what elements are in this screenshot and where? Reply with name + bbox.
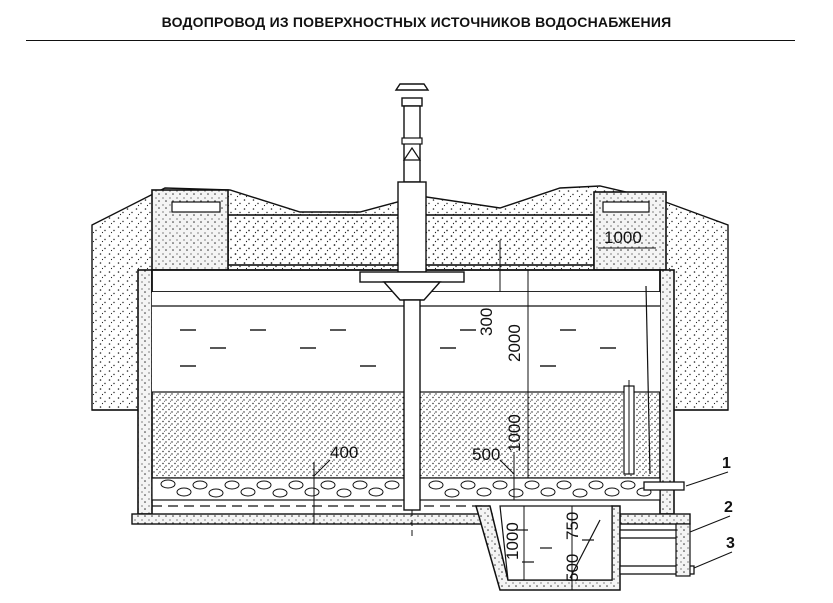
callout-2: 2	[724, 499, 733, 516]
roof-slab	[151, 189, 667, 271]
dim-sand-layer: 1000	[505, 414, 524, 452]
dim-top-right-width: 1000	[604, 228, 642, 247]
dim-sump-upper: 750	[563, 512, 582, 540]
dimension-lines	[313, 240, 656, 590]
callout-3: 3	[726, 535, 735, 552]
bottom-slab	[131, 513, 493, 525]
page-title: ВОДОПРОВОД ИЗ ПОВЕРХНОСТНЫХ ИСТОЧНИКОВ В…	[161, 14, 672, 30]
dim-slab-to-water: 300	[477, 308, 496, 336]
callout-leaders	[313, 459, 733, 569]
dim-gravel-right: 500	[472, 445, 500, 464]
dim-sump-depth: 1000	[503, 522, 522, 560]
clean-water-sump	[475, 505, 621, 591]
callout-1: 1	[722, 455, 731, 472]
dim-water-depth: 2000	[505, 324, 524, 362]
dim-gravel-left: 400	[330, 443, 358, 462]
dim-sump-lower: 500	[563, 554, 582, 582]
bottom-slab-right	[619, 513, 691, 525]
title-rule	[26, 40, 795, 41]
outlet-pipes	[619, 481, 695, 577]
water-level-gauge	[623, 285, 651, 475]
vent-pipe	[359, 83, 465, 540]
